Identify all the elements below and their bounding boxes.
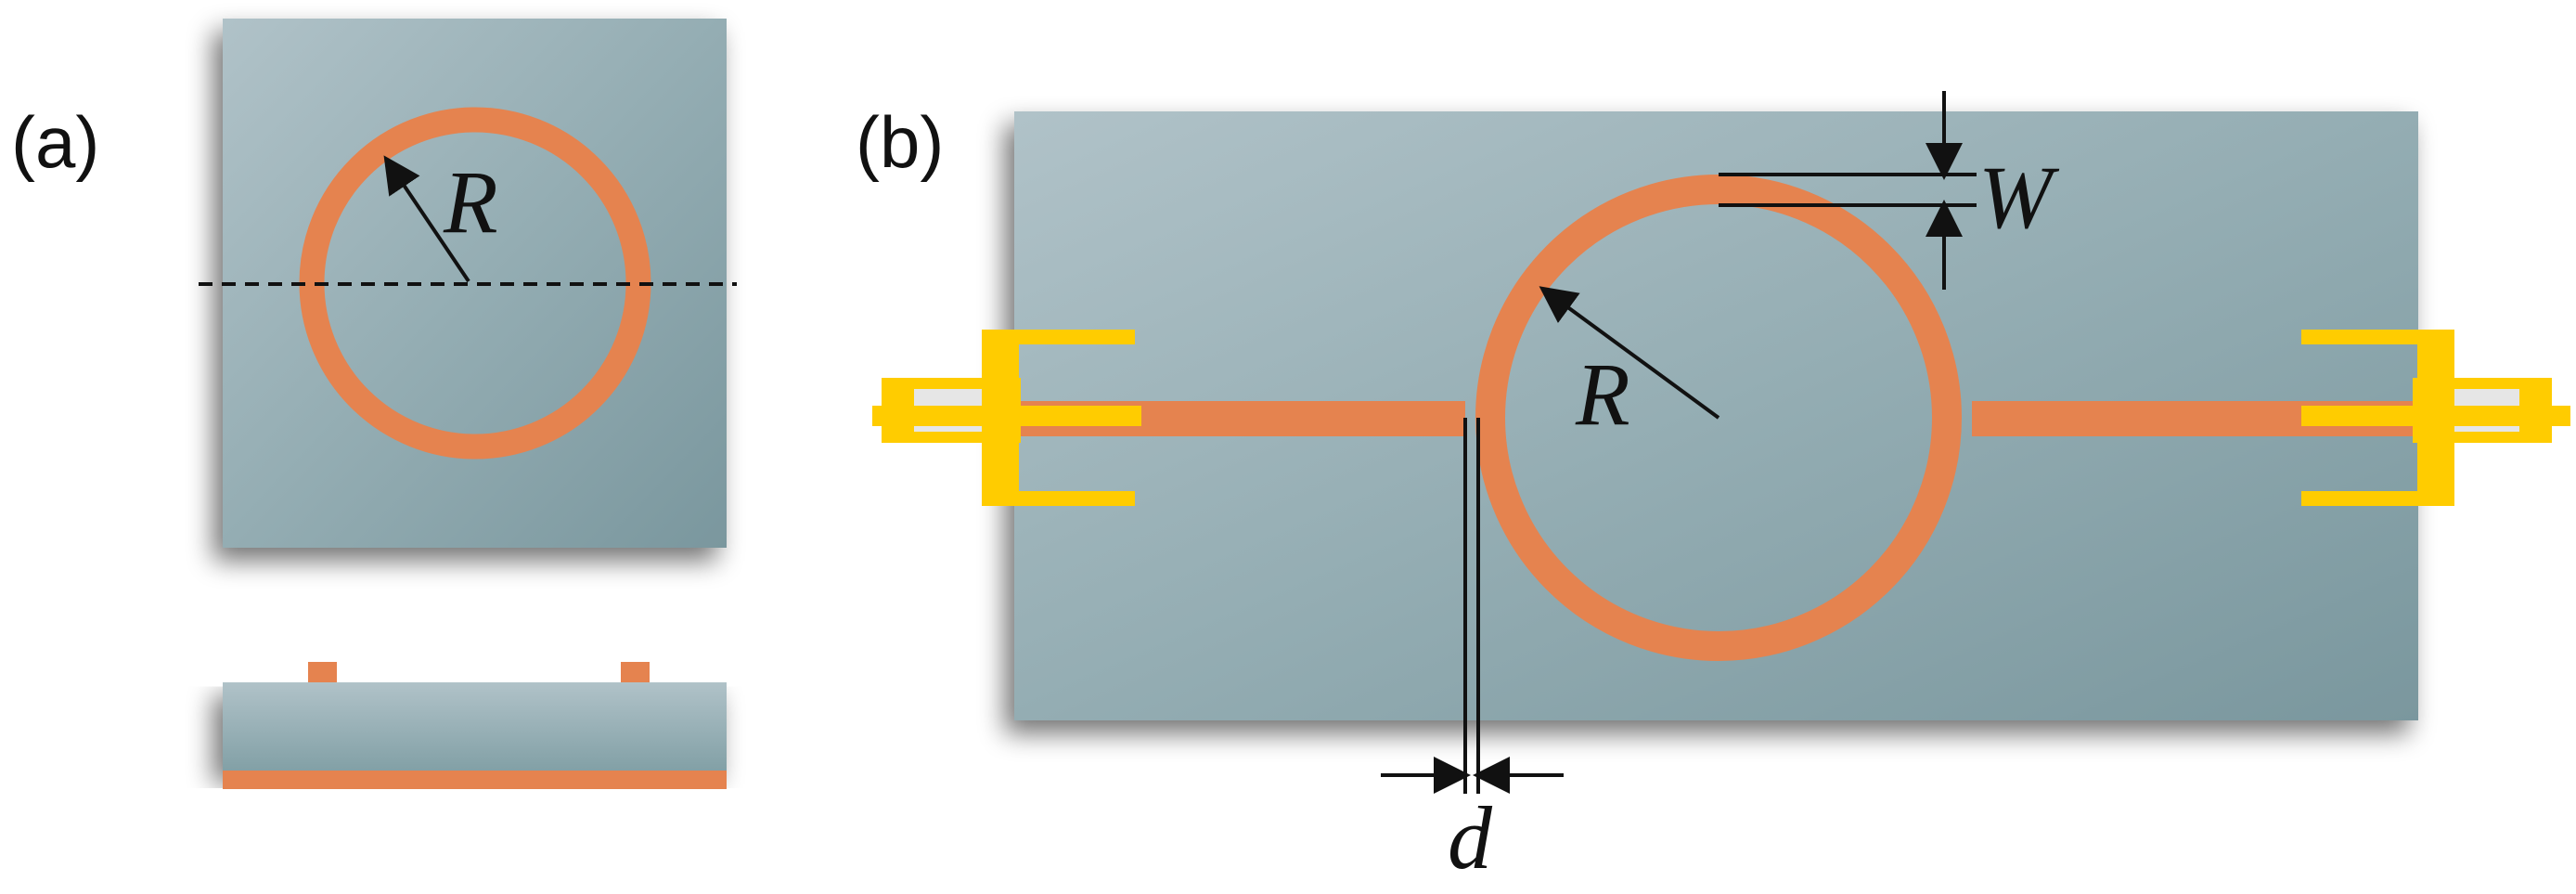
panel-a-label: (a) [11, 101, 99, 183]
radius-arrow-a [383, 155, 470, 283]
ground-plane [223, 771, 727, 789]
width-label: W [1978, 148, 2060, 247]
panel-b-label: (b) [856, 101, 944, 183]
ring-cross-section-right [621, 662, 650, 682]
radius-arrow-b [1539, 286, 1720, 420]
radius-label-a: R [443, 152, 498, 252]
panel-a-side-view [223, 662, 727, 789]
radius-label-b: R [1575, 344, 1630, 444]
substrate-side-view [223, 682, 727, 771]
sma-connector-right [2301, 330, 2570, 506]
panel-b-device: R W d [872, 91, 2570, 888]
ring-cross-section-left [308, 662, 337, 682]
width-dimension [1719, 91, 1977, 290]
gap-dimension [1381, 418, 1564, 794]
ring-resonator-b [1475, 175, 1962, 661]
sma-connector-left [872, 330, 1141, 506]
gap-label: d [1448, 788, 1493, 888]
ring-resonator-top-view [299, 107, 651, 460]
panel-a-top-view: R [199, 19, 737, 548]
